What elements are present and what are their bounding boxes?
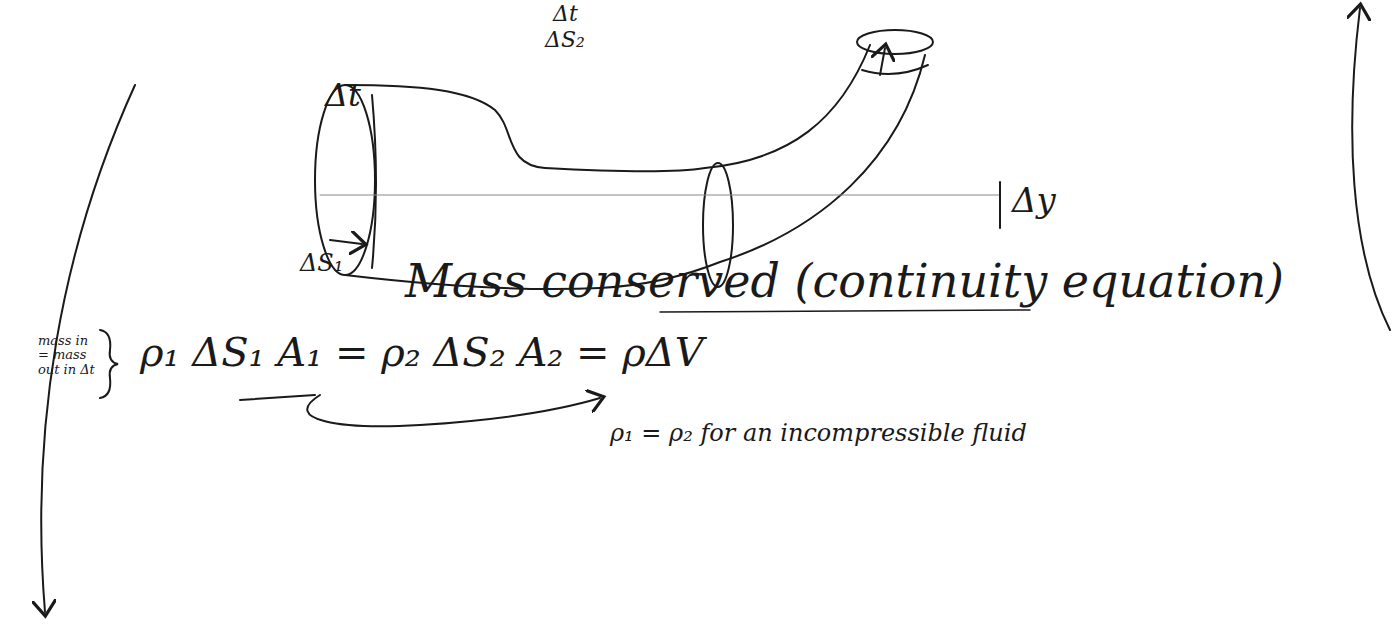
inlet-slice: [372, 95, 376, 268]
ds2-arrow: [880, 48, 885, 75]
brace: [100, 330, 118, 398]
height-mark: [999, 182, 1001, 228]
rho-arrow-tail: [240, 395, 315, 400]
time-label: Δt: [325, 78, 361, 113]
condition-note: ρ₁ = ρ₂ for an incompressible fluid: [610, 420, 1030, 446]
time-label: Δt: [553, 2, 578, 26]
displacement-label: ΔS₁: [300, 250, 343, 276]
inlet-ellipse: [315, 85, 375, 275]
equation: ρ₁ ΔS₁ A₁ = ρ₂ ΔS₂ A₂ = ρΔV: [140, 330, 704, 374]
outlet-ellipse: [857, 30, 933, 54]
outlet-slice: [862, 65, 928, 74]
heading-note: Mass conserved (continuity equation): [405, 256, 1284, 307]
underline: [660, 310, 1030, 312]
side-note: mass in = mass out in Δt: [38, 334, 102, 377]
displacement-label: ΔS₂: [545, 28, 585, 52]
flow-arrow-up: [1352, 8, 1390, 330]
rho-arrow: [307, 395, 600, 426]
pipe-top: [345, 45, 870, 171]
ds1-arrow: [330, 240, 362, 244]
height-label: Δy: [1012, 182, 1056, 219]
reference-line: [320, 195, 1000, 196]
pipe-bottom: [345, 55, 925, 289]
